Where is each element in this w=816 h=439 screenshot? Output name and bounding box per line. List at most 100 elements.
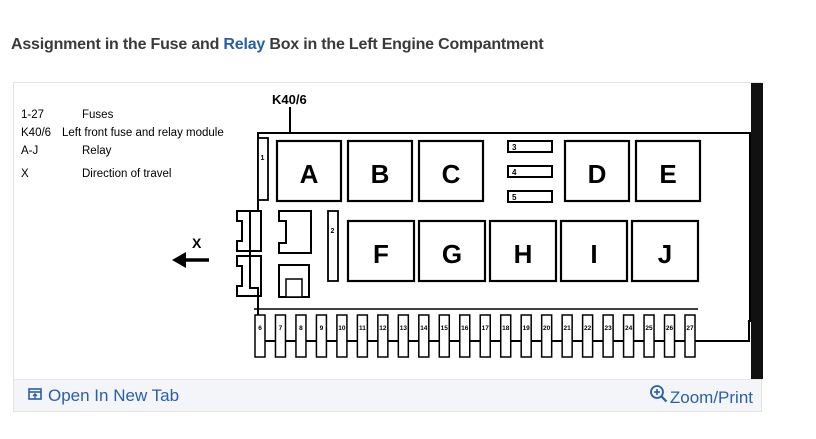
relay-label: A (300, 159, 319, 189)
relay-label: J (658, 239, 672, 269)
relay-box (488, 219, 558, 283)
module-label: K40/6 (272, 92, 307, 107)
relay-label: B (371, 159, 390, 189)
fuse-slot (684, 314, 696, 358)
fuse-label: 23 (604, 325, 612, 332)
fuse-slot (520, 314, 532, 358)
fuse-slot (581, 314, 594, 358)
open-new-tab-icon (28, 386, 42, 406)
fuse-slot (540, 314, 553, 358)
fuse-slot (643, 314, 655, 358)
legend-row: X Direction of travel (14, 168, 254, 184)
relay-box (634, 139, 702, 203)
legend-row: K40/6 Left front fuse and relay module (14, 127, 254, 143)
fuse-label: 24 (625, 325, 633, 332)
fuse-label: 26 (666, 325, 674, 332)
figure-card: 1-27 Fuses K40/6 Left front fuse and rel… (13, 82, 763, 412)
fuse-label: 9 (320, 325, 324, 332)
page-heading: Assignment in the Fuse and Relay Box in … (11, 36, 544, 54)
connector-block (236, 210, 262, 252)
side-fuse-label: 2 (331, 228, 335, 235)
fuse-slot (479, 314, 491, 358)
fuse-label: 20 (543, 325, 551, 332)
figure-footer: Open In New Tab Zoom/Print (14, 379, 761, 411)
fuse-slot (499, 314, 512, 358)
relay-link[interactable]: Relay (223, 36, 266, 53)
fuse-slot (377, 314, 389, 358)
legend-value: Fuses (82, 109, 114, 121)
legend-key: 1-27 (21, 109, 45, 121)
fuse-slot (336, 314, 348, 358)
relay-box (563, 139, 631, 203)
fuse-box-drawing: K40/6 1 2 X 3 4 5 A (172, 83, 763, 379)
fuse-slot (622, 314, 635, 358)
relay-box (630, 219, 700, 283)
legend-key: X (21, 168, 29, 180)
mini-fuse (507, 190, 553, 203)
side-fuse-slot (327, 210, 339, 282)
fuse-label: 17 (482, 325, 490, 332)
fuse-slot (438, 314, 451, 358)
fuse-slot (459, 314, 471, 358)
relay-box (346, 139, 414, 203)
fuse-slot (315, 314, 328, 358)
mini-fuse (507, 165, 553, 178)
fuse-label: 18 (502, 325, 510, 332)
connector-socket (285, 278, 303, 298)
connector-block (278, 264, 310, 298)
fuse-label: 27 (686, 325, 694, 332)
open-in-new-tab-label: Open In New Tab (48, 386, 180, 405)
relay-label: I (590, 239, 597, 269)
relay-label: H (514, 239, 533, 269)
relay-box (346, 219, 416, 283)
mini-fuse-label: 4 (512, 168, 517, 177)
fuse-label: 22 (584, 325, 592, 332)
zoom-print-link[interactable]: Zoom/Print (649, 383, 753, 408)
fuse-label: 12 (379, 325, 387, 332)
open-in-new-tab-link[interactable]: Open In New Tab (28, 386, 179, 406)
relay-label: F (373, 239, 389, 269)
fuse-slot (602, 314, 614, 358)
fuse-label: 16 (461, 325, 469, 332)
legend-row: A-J Relay (14, 145, 254, 161)
side-fuse-label: 1 (261, 155, 265, 162)
heading-suffix: Box in the Left Engine Compantment (265, 36, 544, 53)
relay-label: E (659, 159, 676, 189)
fuse-label: 25 (645, 325, 653, 332)
mini-fuse-label: 5 (512, 193, 517, 202)
zoom-print-label: Zoom/Print (669, 388, 753, 407)
relay-box (417, 219, 487, 283)
relay-label: D (588, 159, 607, 189)
fuse-label: 19 (523, 325, 531, 332)
right-edge-bar (751, 83, 763, 379)
fuse-label: 11 (359, 325, 366, 332)
relay-box (417, 139, 485, 203)
mini-fuse-label: 3 (512, 143, 517, 152)
fuse-slot (561, 314, 573, 358)
relay-box (559, 219, 629, 283)
connector-block (236, 255, 262, 297)
fuse-slot (295, 314, 307, 358)
heading-prefix: Assignment in the Fuse and (11, 36, 224, 53)
fuse-slot (418, 314, 430, 358)
legend-value: Left front fuse and relay module (62, 127, 224, 139)
legend-value: Direction of travel (82, 168, 172, 180)
fuse-slot (356, 314, 369, 358)
fuse-label: 8 (299, 325, 303, 332)
direction-arrow-head (172, 252, 186, 268)
legend-row: 1-27 Fuses (14, 109, 254, 125)
side-fuse-slot (257, 137, 269, 201)
fuse-label: 13 (400, 325, 408, 332)
fuse-slot (397, 314, 410, 358)
relay-box (275, 139, 343, 203)
fuse-box-diagram[interactable]: 1-27 Fuses K40/6 Left front fuse and rel… (14, 83, 763, 379)
fuse-label: 10 (338, 325, 346, 332)
fuse-label: 15 (441, 325, 449, 332)
legend-key: K40/6 (21, 127, 52, 139)
mini-fuse (507, 140, 553, 153)
fuse-label: 7 (279, 325, 283, 332)
fuse-slot (274, 314, 287, 358)
fuse-label: 14 (420, 325, 428, 332)
